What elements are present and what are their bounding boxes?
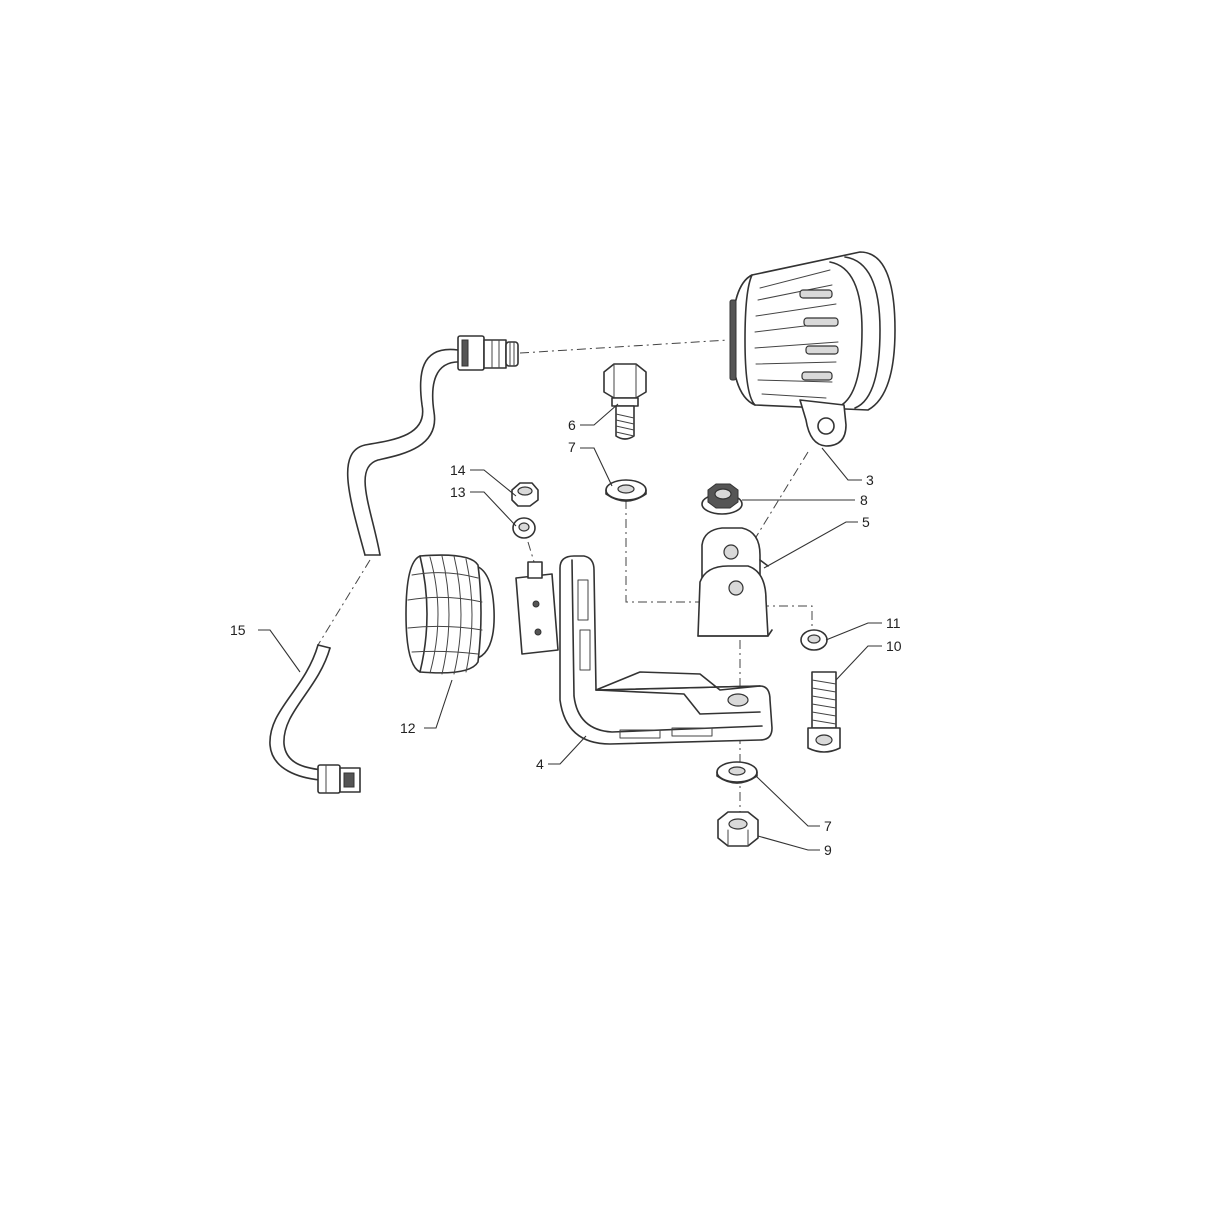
work-lamp <box>729 251 896 447</box>
callout-5: 5 <box>862 514 870 530</box>
callout-13: 13 <box>450 484 466 500</box>
callout-15: 15 <box>230 622 246 638</box>
nut-14 <box>511 482 539 507</box>
cap-screw-10 <box>807 671 841 753</box>
flange-nut-8 <box>701 483 743 515</box>
callout-8: 8 <box>860 492 868 508</box>
rubber-boot-12 <box>405 554 495 675</box>
assembly-lines <box>317 339 813 815</box>
mounting-arm-4 <box>515 555 773 745</box>
lamp-fins <box>754 269 839 399</box>
washer-11 <box>800 629 828 651</box>
callout-7-upper: 7 <box>568 439 576 455</box>
washer-7-lower <box>716 761 758 784</box>
callout-9: 9 <box>824 842 832 858</box>
callout-12: 12 <box>400 720 416 736</box>
callout-14: 14 <box>450 462 466 478</box>
upper-connector <box>457 335 519 371</box>
swivel-bracket-5 <box>697 527 773 637</box>
washer-13 <box>512 517 536 539</box>
callout-labels: 15 14 13 6 7 3 8 5 11 10 12 4 7 9 <box>230 417 902 858</box>
leader-lines <box>258 403 882 851</box>
callout-10: 10 <box>886 638 902 654</box>
lower-connector <box>317 764 361 794</box>
cable-harness <box>269 335 519 794</box>
callout-3: 3 <box>866 472 874 488</box>
callout-11: 11 <box>886 615 901 631</box>
callout-6: 6 <box>568 417 576 433</box>
callout-4: 4 <box>536 756 544 772</box>
callout-7-lower: 7 <box>824 818 832 834</box>
hex-bolt-6 <box>603 363 647 440</box>
hex-nut-9 <box>717 811 759 847</box>
washer-7-upper <box>605 479 647 502</box>
